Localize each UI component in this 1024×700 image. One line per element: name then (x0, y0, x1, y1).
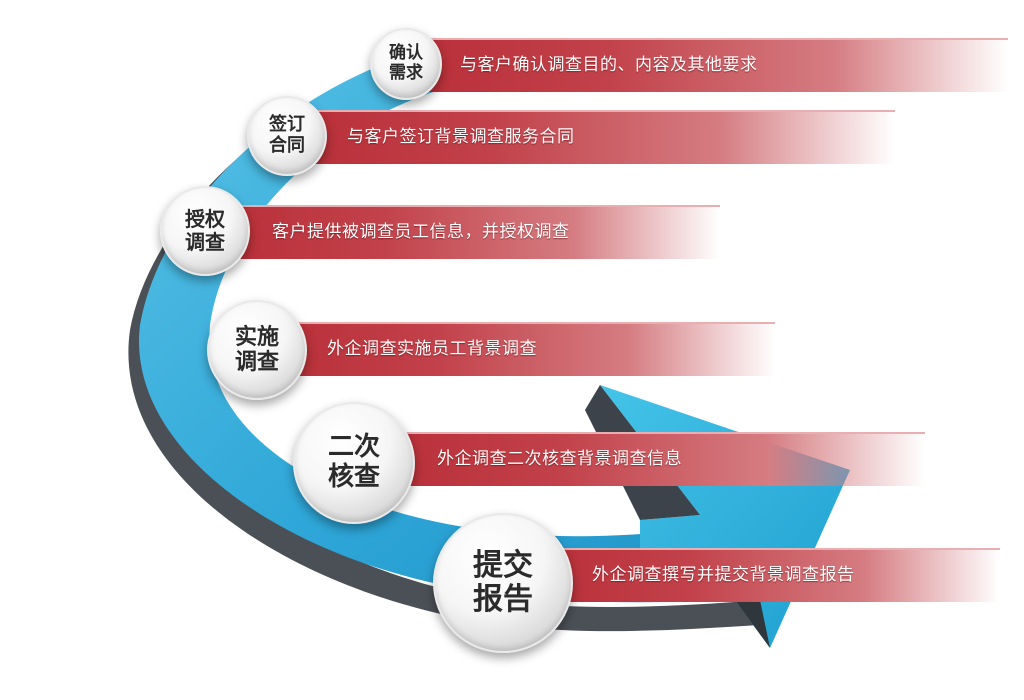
step-node-4-line1: 实施 (234, 324, 279, 350)
step-bar-4: 外企调查实施员工背景调查 (255, 322, 775, 376)
step-bar-2: 与客户签订背景调查服务合同 (275, 110, 895, 164)
step-node-3-line2: 调查 (185, 230, 225, 254)
step-node-2: 签订 合同 (247, 96, 327, 176)
step-bar-1: 与客户确认调查目的、内容及其他要求 (388, 38, 1008, 92)
step-node-1-line1: 确认 (389, 43, 423, 64)
step-node-6-line2: 报告 (473, 582, 533, 617)
step-node-6-line1: 提交 (473, 547, 533, 583)
step-bar-5: 外企调查二次核查背景调查信息 (365, 432, 925, 486)
step-node-1-line2: 需求 (389, 63, 423, 83)
arrow-head-underside (735, 600, 770, 648)
step-node-6: 提交 报告 (433, 513, 573, 653)
step-node-2-line2: 合同 (269, 135, 305, 156)
step-desc-4: 外企调查实施员工背景调查 (327, 339, 537, 359)
step-bar-6: 外企调查撰写并提交背景调查报告 (520, 548, 1000, 602)
step-bar-3: 客户提供被调查员工信息，并授权调查 (200, 205, 720, 259)
step-node-5-line2: 核查 (327, 462, 380, 492)
step-desc-2: 与客户签订背景调查服务合同 (347, 127, 575, 147)
step-node-1: 确认 需求 (370, 28, 442, 100)
step-desc-1: 与客户确认调查目的、内容及其他要求 (460, 55, 758, 75)
step-node-4: 实施 调查 (207, 300, 307, 400)
step-desc-3: 客户提供被调查员工信息，并授权调查 (272, 222, 570, 242)
step-node-3-line1: 授权 (185, 207, 225, 231)
step-node-3: 授权 调查 (160, 186, 250, 276)
step-desc-6: 外企调查撰写并提交背景调查报告 (592, 565, 855, 585)
step-node-5-line1: 二次 (327, 432, 380, 463)
step-desc-5: 外企调查二次核查背景调查信息 (437, 449, 682, 469)
step-node-2-line1: 签订 (269, 114, 305, 136)
step-node-4-line2: 调查 (234, 350, 279, 375)
step-node-5: 二次 核查 (293, 402, 415, 524)
